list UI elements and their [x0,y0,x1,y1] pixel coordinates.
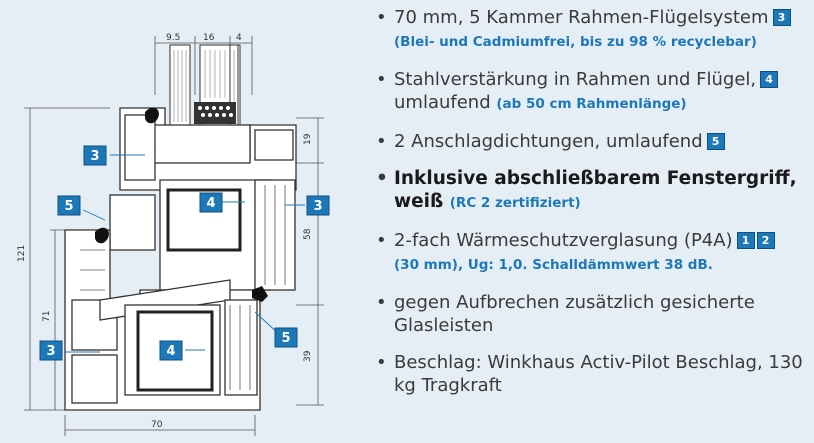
feature-text-continued: umlaufend [394,92,491,113]
dim-top-3: 4 [236,33,242,43]
label-badge-4-frame: 4 [159,340,183,361]
feature-badge: 2 [756,232,775,249]
label-badge-5-left: 5 [57,195,81,216]
feature-text: gegen Aufbrechen zusätzlich gesicherte G… [394,292,755,336]
dim-bottom: 70 [151,420,163,430]
feature-badge: 3 [772,9,791,26]
feature-window-handle: Inklusive abschließbarem Fenstergriff, w… [372,167,808,215]
dim-right-1: 19 [303,133,313,145]
label-badge-3-top: 3 [83,145,107,166]
dim-right-2: 58 [303,228,313,240]
frame-steel-reinforcement [136,310,214,392]
feature-steel-reinforcement: Stahlverstärkung in Rahmen und Flügel,4 … [372,68,808,116]
label-badge-4-sash: 4 [199,192,223,213]
svg-text:5: 5 [64,199,73,214]
label-badge-3-bottom: 3 [39,340,63,361]
dim-right-3: 39 [303,350,313,362]
label-badge-3-right: 3 [306,195,330,216]
profile-cross-section-drawing: 9.5 16 4 19 58 39 121 71 70 [17,33,330,436]
svg-text:3: 3 [46,344,55,359]
feature-hardware: Beschlag: Winkhaus Activ-Pilot Beschlag,… [372,351,808,397]
feature-text: 2 Anschlagdichtungen, umlaufend [394,131,703,152]
feature-text: 2-fach Wärmeschutzverglasung (P4A) [394,230,733,251]
svg-text:3: 3 [313,199,322,214]
feature-badge: 1 [736,232,755,249]
label-badge-5-right: 5 [274,327,298,348]
feature-text: Inklusive abschließbarem Fenstergriff, w… [394,168,797,212]
sash-steel-reinforcement [166,188,242,252]
feature-subtext: (30 mm), Ug: 1,0. Schalldämmwert 38 dB. [394,257,713,273]
dim-top-1: 9.5 [166,33,180,43]
feature-badge: 5 [706,133,725,150]
svg-text:4: 4 [166,344,175,359]
feature-text: 70 mm, 5 Kammer Rahmen-Flügelsystem [394,7,769,28]
feature-subtext: (ab 50 cm Rahmenlänge) [496,96,687,112]
feature-text: Beschlag: Winkhaus Activ-Pilot Beschlag,… [394,352,803,396]
feature-text: Stahlverstärkung in Rahmen und Flügel, [394,69,757,90]
feature-glazing: 2-fach Wärmeschutzverglasung (P4A)12 (30… [372,229,808,277]
svg-text:5: 5 [281,331,290,346]
feature-subtext: (Blei- und Cadmiumfrei, bis zu 98 % recy… [394,34,757,50]
dim-left-1: 121 [17,245,27,262]
svg-text:4: 4 [206,196,215,211]
dim-top-2: 16 [203,33,215,43]
feature-glazing-beads: gegen Aufbrechen zusätzlich gesicherte G… [372,291,808,337]
feature-subtext: (RC 2 zertifiziert) [449,195,581,211]
feature-badge: 4 [760,71,779,88]
svg-text:3: 3 [90,149,99,164]
dim-left-2: 71 [42,311,52,322]
